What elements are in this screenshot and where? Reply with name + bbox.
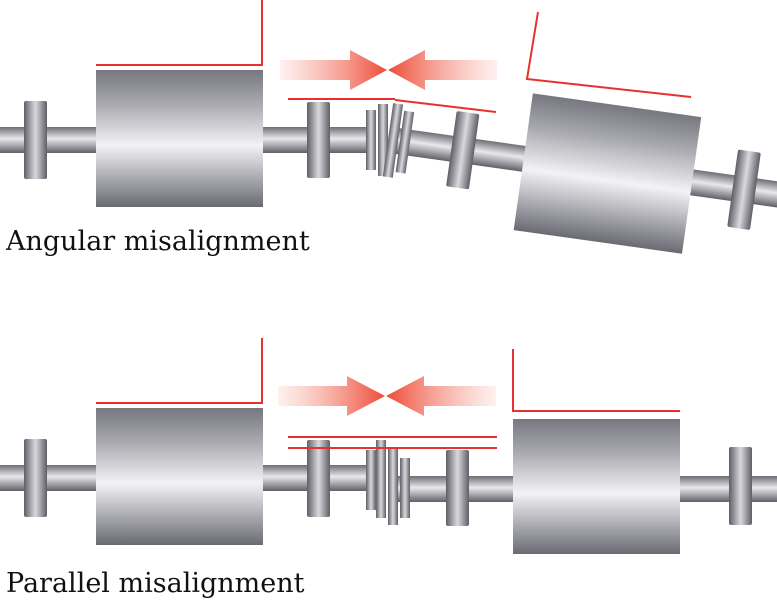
right-reference-line — [512, 349, 680, 412]
left-hub-flange — [307, 102, 330, 178]
coupling-disc — [400, 458, 410, 518]
left-reference-line — [96, 0, 263, 66]
left-machine-housing — [96, 70, 263, 207]
coupling-disc — [378, 104, 388, 176]
left-machine-housing — [96, 408, 263, 545]
right-hub-flange — [446, 111, 480, 190]
right-machine-housing — [513, 93, 702, 254]
arrow-right-icon — [278, 376, 385, 416]
right-end-flange — [729, 447, 752, 525]
right-reference-line — [525, 11, 692, 98]
arrow-left-icon — [388, 50, 497, 90]
parallel-machine-illustration — [0, 338, 777, 554]
left-end-flange — [24, 101, 47, 179]
left-hub-flange — [307, 440, 330, 517]
arrow-right-icon — [280, 50, 387, 90]
right-face-line — [394, 99, 497, 113]
left-end-flange — [24, 439, 47, 517]
left-reference-line — [96, 338, 263, 404]
tilted-right-assembly — [382, 93, 777, 254]
right-end-flange — [727, 149, 761, 230]
angular-caption: Angular misalignment — [6, 226, 310, 257]
coupling-disc — [366, 450, 376, 510]
right-hub-flange — [446, 450, 469, 526]
coupling-disc — [388, 447, 398, 525]
parallel-misalignment-diagram: Parallel misalignment — [0, 300, 777, 605]
coupling-disc — [376, 440, 386, 518]
coupling-disc — [382, 103, 404, 178]
angular-misalignment-diagram: Angular misalignment — [0, 0, 777, 300]
angular-machine-illustration — [0, 0, 777, 254]
arrow-left-icon — [386, 376, 496, 416]
right-machine-housing — [513, 419, 680, 554]
parallel-caption: Parallel misalignment — [6, 568, 305, 599]
coupling-disc — [395, 110, 415, 174]
coupling-disc — [366, 110, 376, 170]
